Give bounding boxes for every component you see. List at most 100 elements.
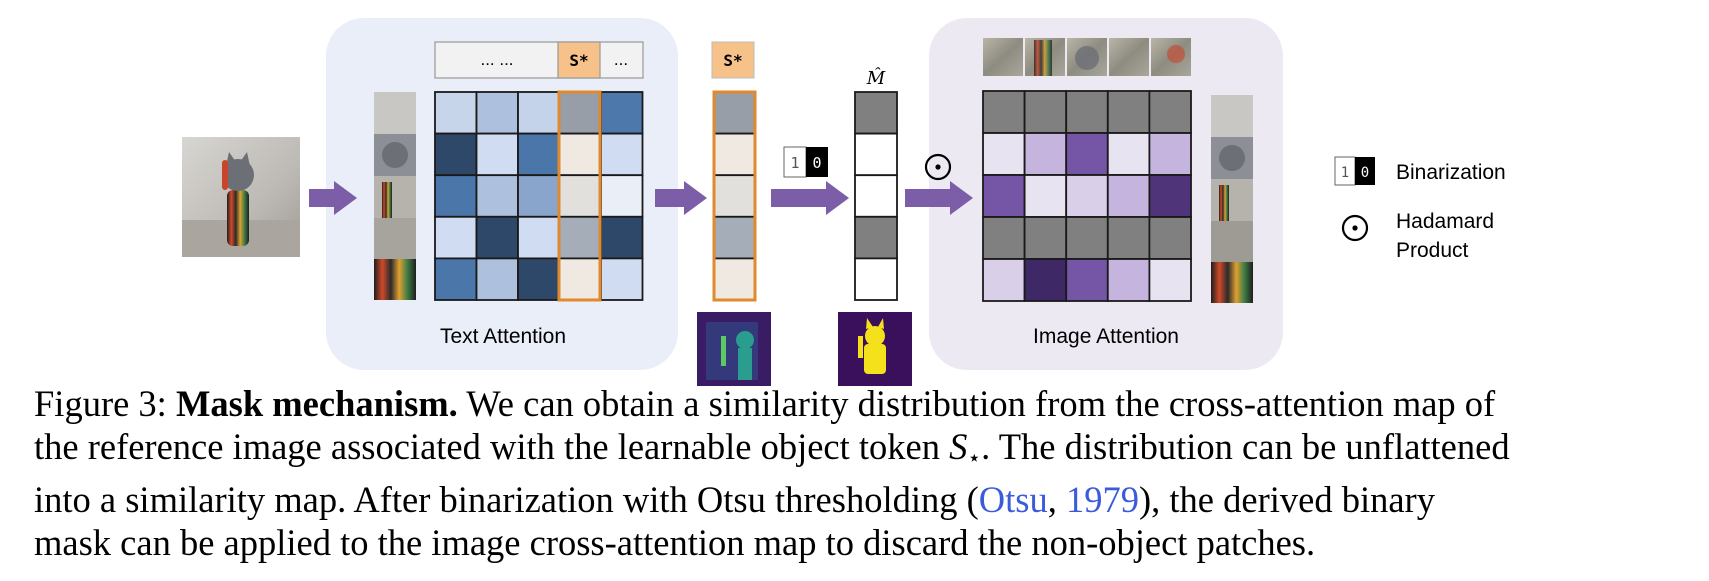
token-column-cell-0-0 bbox=[713, 91, 756, 135]
text-attention-cell-1-3 bbox=[558, 132, 602, 177]
image-attention-cell-4-4 bbox=[1148, 258, 1192, 302]
image-attention-cell-0-1 bbox=[1023, 90, 1068, 134]
caption-line-4: mask can be applied to the image cross-a… bbox=[34, 521, 1316, 563]
image-attention-cell-1-2 bbox=[1065, 132, 1109, 176]
mask-column-cell-0-0 bbox=[854, 91, 898, 135]
mask-column-cell-2-0 bbox=[854, 174, 898, 218]
arrow-4 bbox=[905, 181, 973, 215]
caption-token: S⋆ bbox=[949, 425, 982, 470]
text-attention-cell-1-4 bbox=[600, 132, 644, 177]
image-attention-matrix bbox=[982, 90, 1192, 302]
image-attention-cell-1-1 bbox=[1023, 132, 1068, 176]
text-matrix-highlight bbox=[557, 90, 602, 302]
figure-caption: Figure 3: Mask mechanism. We can obtain … bbox=[34, 383, 1684, 564]
binarization-icon: 1 0 bbox=[783, 146, 828, 178]
text-attention-cell-4-4 bbox=[600, 257, 644, 301]
image-attention-cell-2-2 bbox=[1065, 174, 1109, 218]
image-attention-cell-0-2 bbox=[1065, 90, 1109, 134]
text-attention-cell-4-1 bbox=[475, 257, 519, 301]
image-attention-cell-2-1 bbox=[1023, 174, 1068, 218]
token-slot-s-star: S* bbox=[569, 51, 588, 70]
text-attention-label: Text Attention bbox=[440, 325, 566, 348]
text-attention-matrix bbox=[434, 91, 644, 301]
token-slot-ellipsis-2: ... bbox=[614, 50, 628, 69]
image-attention-cell-2-3 bbox=[1106, 174, 1151, 218]
reference-image bbox=[182, 137, 300, 257]
token-column-cell-4-0 bbox=[713, 257, 756, 301]
text-attention-cell-1-1 bbox=[475, 132, 519, 177]
legend-hadamard-icon bbox=[1341, 214, 1369, 242]
caption-line-3: into a similarity map. After binarizatio… bbox=[34, 479, 1435, 520]
token-column-cell-3-0 bbox=[713, 215, 756, 260]
image-attention-cell-3-1 bbox=[1023, 216, 1068, 260]
image-attention-cell-2-0 bbox=[982, 174, 1026, 218]
image-attention-cell-1-3 bbox=[1106, 132, 1151, 176]
text-attention-cell-2-0 bbox=[434, 174, 478, 218]
image-attention-cell-3-4 bbox=[1148, 216, 1192, 260]
arrow-1 bbox=[309, 181, 357, 215]
text-attention-cell-3-2 bbox=[517, 215, 561, 260]
image-attention-cell-4-3 bbox=[1106, 258, 1151, 302]
citation-link-year[interactable]: 1979 bbox=[1066, 479, 1139, 520]
image-attention-cell-0-0 bbox=[982, 90, 1026, 134]
text-attention-cell-2-3 bbox=[558, 174, 602, 218]
image-attention-cell-3-3 bbox=[1106, 216, 1151, 260]
text-attention-cell-4-0 bbox=[434, 257, 478, 301]
svg-text:0: 0 bbox=[1361, 165, 1369, 181]
caption-line-1: Figure 3: Mask mechanism. We can obtain … bbox=[34, 383, 1684, 426]
binary-mask-thumbnail bbox=[838, 312, 912, 386]
svg-text:1: 1 bbox=[790, 154, 799, 172]
token-column-highlight bbox=[712, 90, 757, 302]
image-patch-column bbox=[1211, 95, 1253, 303]
legend-binarization-label: Binarization bbox=[1396, 161, 1506, 184]
hadamard-symbol bbox=[924, 153, 952, 181]
legend-hadamard-label-1: Hadamard bbox=[1396, 210, 1494, 233]
mask-column-cell-3-0 bbox=[854, 215, 898, 260]
token-column-cell-1-0 bbox=[713, 132, 756, 177]
text-attention-cell-0-0 bbox=[434, 91, 478, 135]
text-attention-cell-2-4 bbox=[600, 174, 644, 218]
image-attention-cell-1-0 bbox=[982, 132, 1026, 176]
caption-bold-title: Mask mechanism. bbox=[175, 383, 458, 424]
image-attention-cell-2-4 bbox=[1148, 174, 1192, 218]
caption-line-2: the reference image associated with the … bbox=[34, 425, 1510, 470]
text-attention-cell-0-2 bbox=[517, 91, 561, 135]
text-attention-cell-3-4 bbox=[600, 215, 644, 260]
image-patch-row bbox=[983, 38, 1191, 76]
text-attention-cell-0-4 bbox=[600, 91, 644, 135]
token-column-label: S* bbox=[711, 41, 755, 79]
image-attention-cell-0-4 bbox=[1148, 90, 1192, 134]
image-attention-cell-3-0 bbox=[982, 216, 1026, 260]
mask-column-cell-1-0 bbox=[854, 132, 898, 177]
token-similarity-column bbox=[713, 91, 756, 301]
arrow-3 bbox=[771, 181, 849, 215]
citation-link-author[interactable]: Otsu bbox=[978, 479, 1048, 520]
text-attention-cell-2-2 bbox=[517, 174, 561, 218]
image-attention-cell-0-3 bbox=[1106, 90, 1151, 134]
image-attention-cell-4-0 bbox=[982, 258, 1026, 302]
image-attention-cell-4-1 bbox=[1023, 258, 1068, 302]
mask-label: M̂ bbox=[866, 67, 886, 89]
text-attention-cell-3-3 bbox=[558, 215, 602, 260]
legend-hadamard-label-2: Product bbox=[1396, 239, 1469, 262]
svg-text:0: 0 bbox=[812, 154, 821, 172]
caption-line-1-rest: We can obtain a similarity distribution … bbox=[457, 383, 1496, 424]
image-attention-cell-4-2 bbox=[1065, 258, 1109, 302]
text-attention-cell-4-2 bbox=[517, 257, 561, 301]
legend: 1 0 Binarization Hadamard Product bbox=[1334, 156, 1506, 262]
text-attention-cell-3-0 bbox=[434, 215, 478, 260]
mask-column-cell-4-0 bbox=[854, 257, 898, 301]
binary-mask-column bbox=[854, 91, 898, 301]
text-attention-cell-4-3 bbox=[558, 257, 602, 301]
similarity-map-thumbnail bbox=[697, 312, 771, 386]
token-slot-ellipsis-1: ... ... bbox=[480, 50, 513, 69]
image-attention-cell-1-4 bbox=[1148, 132, 1192, 176]
arrow-2 bbox=[655, 181, 707, 215]
text-attention-cell-3-1 bbox=[475, 215, 519, 260]
legend-binarization-icon: 1 0 bbox=[1334, 156, 1375, 186]
svg-text:1: 1 bbox=[1341, 165, 1349, 181]
caption-prefix: Figure 3: bbox=[34, 383, 176, 424]
text-attention-cell-2-1 bbox=[475, 174, 519, 218]
mask-mechanism-figure: ... ... S* ... S* 1 0 M̂ bbox=[182, 18, 1506, 386]
text-attention-cell-1-0 bbox=[434, 132, 478, 177]
